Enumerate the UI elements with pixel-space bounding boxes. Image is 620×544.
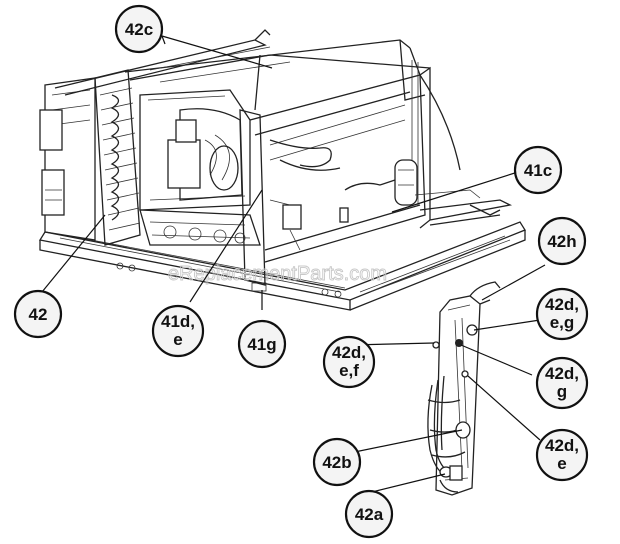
svg-text:e: e [557,454,566,473]
svg-text:41c: 41c [524,161,552,180]
callout-42d-g: 42d, g [535,356,589,410]
callout-42: 42 [13,289,63,339]
callout-42d-e-f: 42d, e,f [322,335,376,389]
callout-42h: 42h [537,216,587,266]
callout-42d-e: 42d, e [535,428,589,482]
callout-42a: 42a [344,489,394,539]
svg-text:e: e [173,330,182,349]
svg-text:g: g [557,382,567,401]
svg-text:42c: 42c [125,20,153,39]
svg-text:42d,: 42d, [545,364,579,383]
callout-42d-e-g: 42d, e,g [535,287,589,341]
svg-text:42b: 42b [322,453,351,472]
svg-text:42d,: 42d, [332,343,366,362]
callout-42b: 42b [312,437,362,487]
callout-41c: 41c [513,145,563,195]
tube-assembly-detail [427,281,501,496]
svg-text:41d,: 41d, [161,312,195,331]
chassis-assembly [38,29,526,311]
svg-text:42h: 42h [547,232,576,251]
svg-text:42a: 42a [355,505,384,524]
callout-41g: 41g [237,319,287,369]
svg-text:e,f: e,f [339,361,359,380]
svg-text:e,g: e,g [550,313,575,332]
svg-text:42: 42 [29,305,48,324]
svg-text:42d,: 42d, [545,436,579,455]
svg-text:41g: 41g [247,335,276,354]
watermark-text: eReplacementParts.com [168,263,387,285]
svg-text:42d,: 42d, [545,295,579,314]
callout-41d-e: 41d, e [151,304,205,358]
callout-42c: 42c [114,4,164,54]
leader-lines [41,35,546,493]
